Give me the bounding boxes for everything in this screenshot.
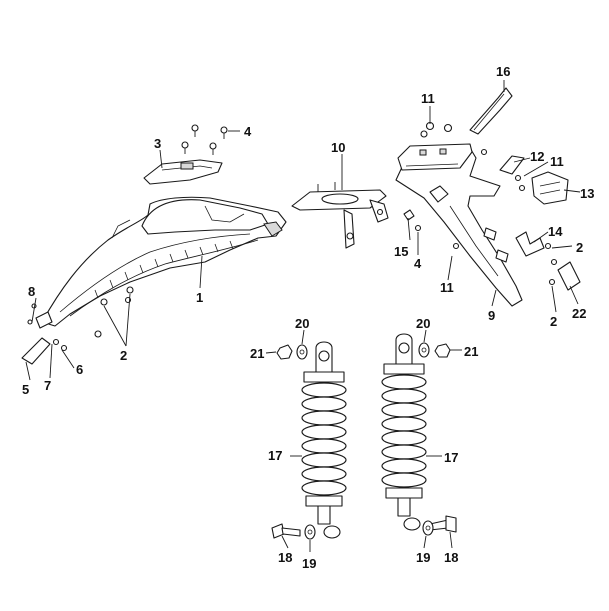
screw-icon: [550, 258, 558, 266]
washer-icon: [514, 174, 522, 182]
screw-set-top: [181, 124, 228, 155]
clip-icon: [403, 209, 415, 221]
bolt-icon: [271, 523, 301, 539]
washer-icon: [296, 344, 308, 360]
callout-19: 19: [416, 550, 430, 565]
left-bracket: [35, 311, 53, 329]
rear-inner-fender: [41, 196, 287, 327]
callout-21: 21: [464, 344, 478, 359]
callout-15: 15: [394, 244, 408, 259]
mounting-bracket: [291, 182, 389, 249]
callout-22: 22: [572, 306, 586, 321]
washer-icon: [304, 524, 316, 540]
washer-icon: [52, 338, 60, 346]
shock-absorber-right: [381, 333, 427, 531]
callout-labels: 1 2 2 2 3 4 4 5 6 7 8 9 10 11 11 11 12 1…: [22, 64, 594, 571]
coil-spring: [301, 382, 347, 496]
nut-icon: [443, 123, 453, 133]
callout-6: 6: [76, 362, 83, 377]
rear-fender-license-mount: [395, 143, 523, 307]
screw-icon: [548, 278, 556, 286]
left-reflector-plate: [21, 337, 51, 365]
nut-icon: [276, 344, 293, 360]
callout-4: 4: [244, 124, 252, 139]
callout-1: 1: [196, 290, 203, 305]
screw-icon: [126, 286, 134, 294]
callout-11: 11: [440, 280, 454, 295]
callout-13: 13: [580, 186, 594, 201]
callout-8: 8: [28, 284, 35, 299]
screw-icon: [191, 124, 199, 137]
callout-2: 2: [576, 240, 583, 255]
callout-2: 2: [550, 314, 557, 329]
screw-icon: [27, 319, 33, 325]
callout-20: 20: [416, 316, 430, 331]
nut-icon: [452, 242, 460, 250]
nut-icon: [420, 130, 428, 138]
rear-plate: [557, 261, 581, 291]
screw-icon: [414, 224, 422, 232]
screw-icon: [480, 148, 488, 156]
screw-icon: [181, 141, 189, 154]
callout-21: 21: [250, 346, 264, 361]
washer-icon: [422, 520, 434, 536]
shock-absorber-left: [301, 341, 347, 539]
callout-3: 3: [154, 136, 161, 151]
hardware-small: [27, 121, 558, 352]
fender-cover-plate: [143, 159, 223, 185]
callout-12: 12: [530, 149, 544, 164]
reflector: [531, 171, 569, 205]
screw-icon: [220, 126, 228, 139]
washer-icon: [60, 344, 68, 352]
screw-icon: [209, 142, 217, 155]
upper-bracket-strap: [469, 87, 513, 135]
coil-spring: [381, 374, 427, 488]
callout-10: 10: [331, 140, 345, 155]
callout-16: 16: [496, 64, 510, 79]
bolt-icon: [429, 515, 457, 533]
leader-lines: [25, 80, 581, 552]
callout-7: 7: [44, 378, 51, 393]
washer-icon: [418, 342, 430, 358]
callout-14: 14: [548, 224, 563, 239]
nut-icon: [434, 343, 451, 358]
washer-icon: [518, 184, 526, 192]
callout-4: 4: [414, 256, 422, 271]
screw-icon: [544, 242, 552, 250]
callout-18: 18: [278, 550, 292, 565]
fender-ribs: [94, 240, 234, 299]
small-plate: [499, 155, 525, 175]
callout-11: 11: [550, 154, 564, 169]
screw-icon: [94, 330, 102, 338]
callout-5: 5: [22, 382, 29, 397]
callout-11: 11: [421, 91, 435, 106]
callout-2: 2: [120, 348, 127, 363]
clip-bracket: [515, 231, 545, 257]
shock-hardware: [271, 342, 457, 540]
callout-20: 20: [295, 316, 309, 331]
screw-icon: [100, 298, 108, 306]
callout-18: 18: [444, 550, 458, 565]
callout-17: 17: [268, 448, 282, 463]
callout-9: 9: [488, 308, 495, 323]
callout-17: 17: [444, 450, 458, 465]
callout-19: 19: [302, 556, 316, 571]
